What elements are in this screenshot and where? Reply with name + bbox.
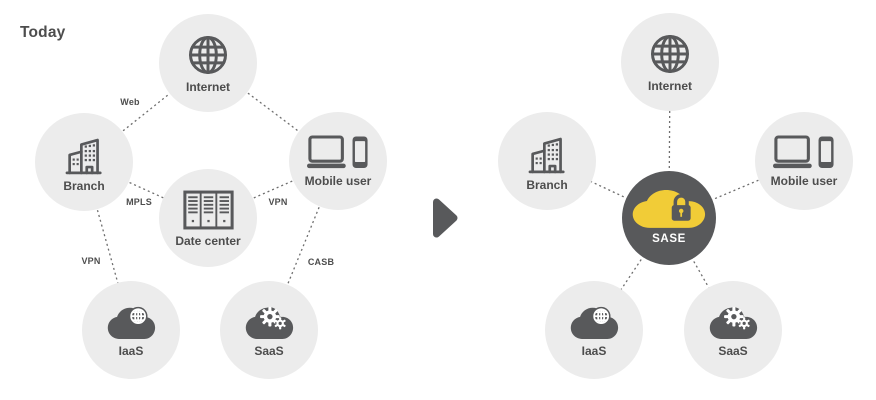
cloud-lock-icon [630, 190, 708, 229]
node-label: IaaS [118, 343, 144, 358]
today-node-mobile-user: Mobile user [289, 112, 387, 210]
cloud-globe-icon [569, 304, 619, 340]
sase-node-saas: SaaS [684, 281, 782, 379]
today-node-iaas: IaaS [82, 281, 180, 379]
sase-node-iaas: IaaS [545, 281, 643, 379]
sase-node-internet: Internet [621, 13, 719, 111]
today-node-branch: Branch [35, 113, 133, 211]
cloud-gears-icon [708, 304, 758, 340]
sase-node-mobile-user: Mobile user [755, 112, 853, 210]
today-node-saas: SaaS [220, 281, 318, 379]
diagram-title: Today [20, 24, 66, 41]
node-label: IaaS [581, 343, 607, 358]
laptop-phone-icon [773, 135, 835, 170]
node-label: SaaS [718, 343, 748, 358]
today-node-internet: Internet [159, 14, 257, 112]
node-label: Date center [175, 233, 241, 248]
edge-label-vpn-iaas: VPN [81, 256, 101, 266]
node-label: Internet [647, 78, 692, 93]
sase-node-sase: SASE [622, 171, 716, 265]
building-icon [528, 137, 565, 173]
node-label: Branch [63, 178, 105, 193]
node-label: SaaS [254, 343, 284, 358]
edge-date-center-mobile [207, 160, 339, 219]
node-label: SASE [652, 233, 686, 246]
edge-label-web: Web [120, 97, 140, 107]
edge-label-casb: CASB [307, 257, 335, 267]
edge-label-mpls: MPLS [126, 197, 152, 207]
node-label: Internet [185, 79, 230, 94]
node-label: Branch [526, 177, 568, 192]
today-node-date-center: Date center [159, 169, 257, 267]
edge-label-vpn-datacenter: VPN [268, 197, 288, 207]
arrow-right-icon [433, 198, 458, 238]
node-label: Mobile user [304, 174, 372, 188]
node-label: Mobile user [770, 174, 838, 188]
sase-node-branch: Branch [498, 112, 596, 210]
globe-icon [651, 34, 689, 73]
